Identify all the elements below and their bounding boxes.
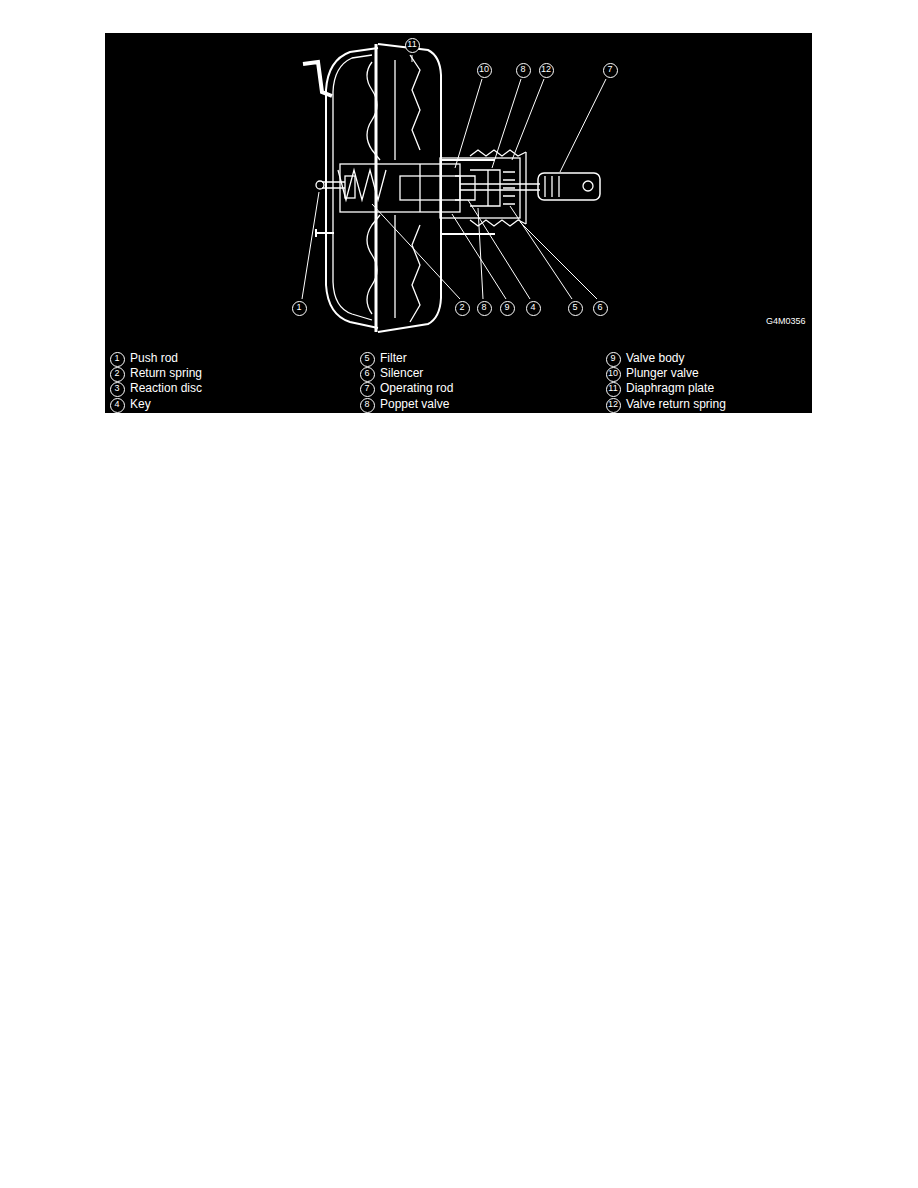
part-name: Valve body [626,352,684,365]
operating-rod [460,184,540,190]
figure-code: G4M0356 [766,317,806,327]
leader-lines [302,55,606,299]
callout-number: 6 [360,367,375,382]
clevis [538,173,600,200]
leader-line [372,204,460,299]
part-name: Operating rod [380,382,453,395]
callout-number: 6 [593,301,608,316]
push-rod-end [316,181,324,189]
callout-number: 11 [606,382,621,397]
leader-line [520,222,597,299]
callout-number: 7 [360,382,375,397]
part-name: Silencer [380,367,423,380]
part-name: Reaction disc [130,382,202,395]
part-name: Plunger valve [626,367,699,380]
plunger-valve [400,176,460,200]
callout-number: 12 [606,398,621,413]
part-name: Diaphragm plate [626,382,714,395]
leader-line [452,214,506,299]
callout-number: 8 [477,301,492,316]
callout-number: 5 [360,352,375,367]
leader-line [560,79,606,172]
part-name: Valve return spring [626,398,726,411]
part-name: Filter [380,352,407,365]
callout-number: 4 [110,398,125,413]
mounting-stud [441,160,495,234]
leader-line [478,208,483,299]
leader-line [468,200,530,299]
callout-number: 2 [455,301,470,316]
callout-number: 5 [568,301,583,316]
poppet-valve [470,170,500,206]
callout-number: 3 [110,382,125,397]
callout-number: 1 [292,301,307,316]
valve-body-rear [440,158,520,218]
leader-line [412,55,413,62]
leader-line [455,79,482,168]
part-name: Push rod [130,352,178,365]
reaction-disc [345,176,355,198]
black-panel [105,33,812,413]
rear-shell [378,44,441,332]
part-name: Poppet valve [380,398,449,411]
key [420,164,475,212]
callout-number: 7 [603,63,618,78]
diaphragm [367,62,380,160]
filter [503,172,515,204]
callout-number: 1 [110,352,125,367]
return-spring [338,170,386,200]
callout-number: 8 [516,63,531,78]
leader-line [510,206,572,299]
diaphragm [367,215,380,314]
mounting-stud [315,229,334,237]
booster-drawing [303,44,600,332]
callout-number: 9 [500,301,515,316]
callout-number: 12 [539,63,554,78]
callout-number: 2 [110,367,125,382]
diaphragm-plate [394,60,395,318]
leader-line [512,79,544,160]
callout-number: 10 [606,367,621,382]
clevis-hole [583,181,593,191]
callout-number: 11 [405,38,420,53]
callout-number: 8 [360,398,375,413]
leader-line [302,192,319,299]
callout-number: 4 [526,301,541,316]
callout-number: 9 [606,352,621,367]
callout-number: 10 [477,63,492,78]
part-name: Return spring [130,367,202,380]
rear-diaphragm [410,55,420,322]
valve-body [340,164,460,212]
clevis-thread [545,176,559,197]
boot-end [525,152,526,224]
push-rod [322,182,345,188]
leader-line [492,79,521,168]
part-name: Key [130,398,151,411]
